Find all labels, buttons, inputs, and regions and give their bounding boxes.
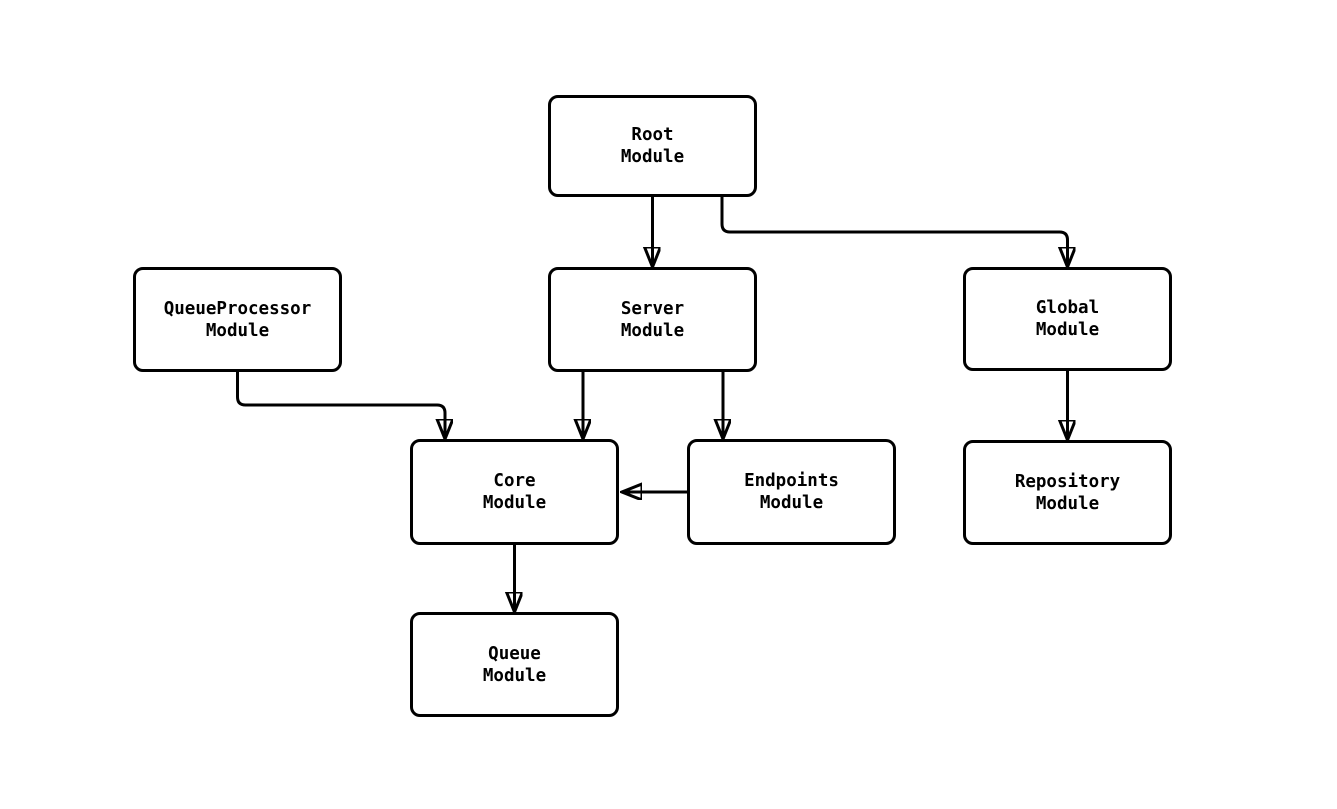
node-label-line: Module (1035, 493, 1100, 514)
node-label-line: Server (620, 298, 685, 319)
node-core-module: Core Module (410, 439, 619, 545)
node-label-line: QueueProcessor (163, 298, 312, 319)
edge-root-to-global-arrow (720, 197, 1068, 265)
node-label-line: Core (493, 471, 536, 491)
node-label-line: Module (620, 147, 685, 167)
node-global-module: Global Module (963, 267, 1172, 371)
node-label-line: Repository (1014, 471, 1121, 492)
node-label-line: Queue (488, 643, 541, 664)
node-label-line: Module (482, 493, 547, 513)
node-label-line: Global (1035, 298, 1100, 318)
node-label-line: Endpoints (744, 471, 839, 491)
node-label-line: Module (482, 665, 547, 686)
edge-queueprocessor-to-core-arrow (236, 372, 446, 437)
node-root-module: Root Module (548, 95, 757, 197)
node-label-line: Module (620, 320, 685, 341)
node-label-line: Module (759, 493, 824, 513)
node-label-line: Module (205, 320, 270, 341)
node-label-line: Root (631, 125, 674, 145)
node-server-module: Server Module (548, 267, 757, 372)
node-label-line: Module (1035, 320, 1100, 340)
node-endpoints-module: Endpoints Module (687, 439, 896, 545)
node-queueprocessor-module: QueueProcessor Module (133, 267, 342, 372)
node-queue-module: Queue Module (410, 612, 619, 717)
node-repository-module: Repository Module (963, 440, 1172, 545)
